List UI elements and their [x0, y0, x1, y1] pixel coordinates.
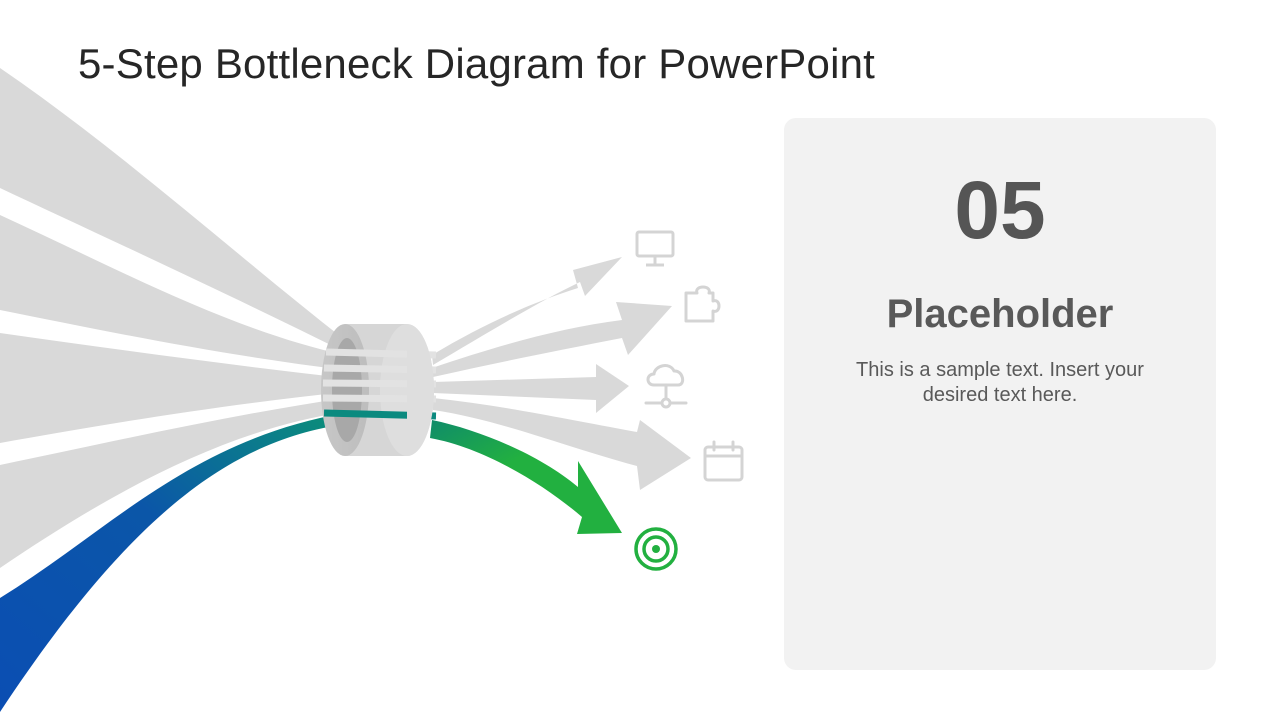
output-arrow-2 [432, 302, 672, 377]
bottleneck-diagram [0, 68, 744, 712]
input-flow-2 [0, 215, 345, 370]
panel-body-text: This is a sample text. Insert your desir… [856, 359, 1144, 406]
info-panel [784, 118, 1216, 670]
calendar-icon [703, 440, 744, 482]
input-flow-3 [0, 333, 345, 443]
slide-title: 5-Step Bottleneck Diagram for PowerPoint [78, 40, 876, 87]
step-number: 05 [954, 165, 1046, 256]
input-flow-1 [0, 68, 345, 352]
monitor-icon [635, 230, 675, 267]
input-flow-highlight [0, 413, 345, 712]
output-arrow-1 [432, 257, 622, 365]
output-arrow-3 [433, 364, 629, 413]
input-flow-4 [0, 398, 345, 568]
panel-heading: Placeholder [886, 292, 1114, 336]
bottleneck-ring [321, 324, 437, 456]
cloud-network-icon [644, 364, 688, 409]
output-arrow-highlight [430, 420, 622, 534]
puzzle-icon [684, 285, 721, 323]
output-arrow-4 [433, 398, 691, 490]
target-icon [634, 527, 678, 571]
